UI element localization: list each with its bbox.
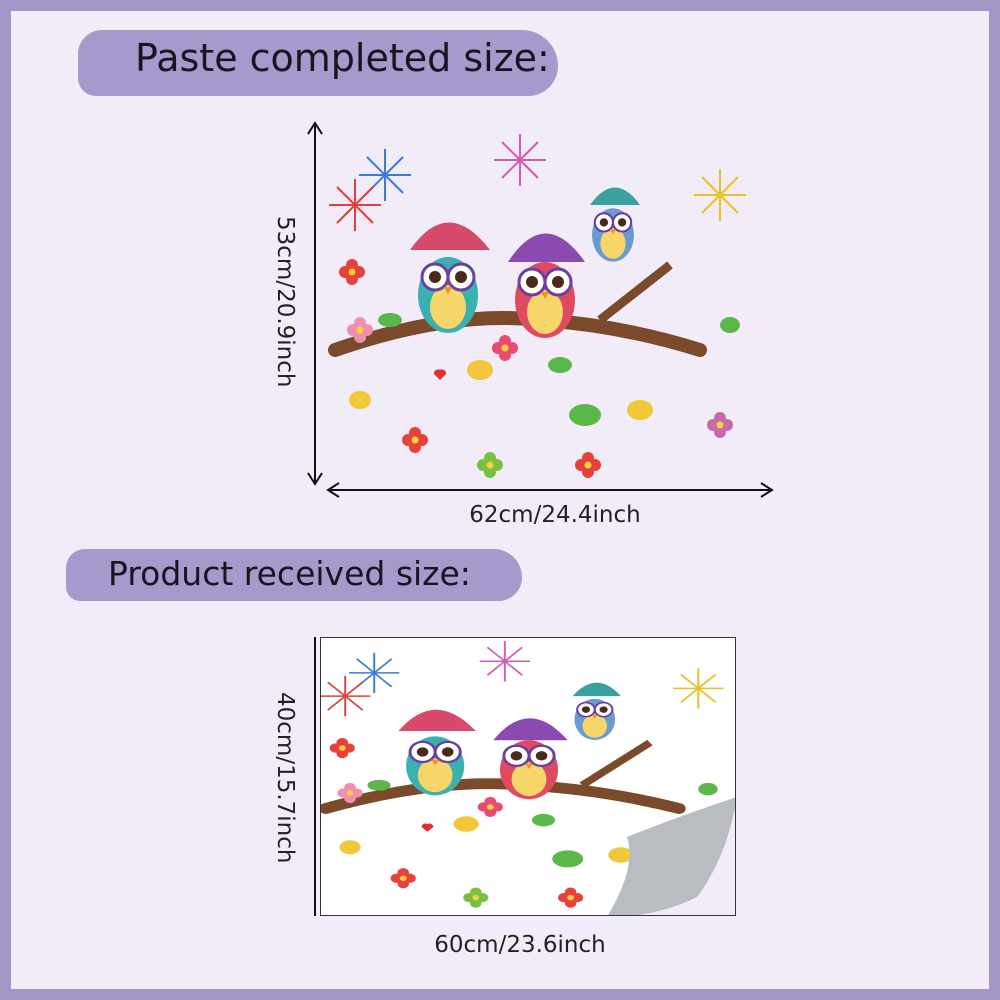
heading-brush-received — [66, 549, 522, 601]
received-width-label: 60cm/23.6inch — [434, 932, 606, 958]
completed-width-label: 62cm/24.4inch — [469, 502, 641, 528]
width-arrow-completed — [326, 482, 774, 498]
received-size-heading: Product received size: — [108, 554, 471, 593]
completed-height-label: 53cm/20.9inch — [272, 216, 298, 388]
heading-brush-completed — [78, 30, 558, 96]
height-arrow-received — [314, 637, 316, 916]
height-arrow-completed — [307, 121, 323, 486]
completed-size-heading: Paste completed size: — [135, 36, 550, 80]
peeled-corner — [608, 797, 735, 915]
received-height-label: 40cm/15.7inch — [272, 692, 298, 864]
product-sheet — [320, 637, 736, 916]
